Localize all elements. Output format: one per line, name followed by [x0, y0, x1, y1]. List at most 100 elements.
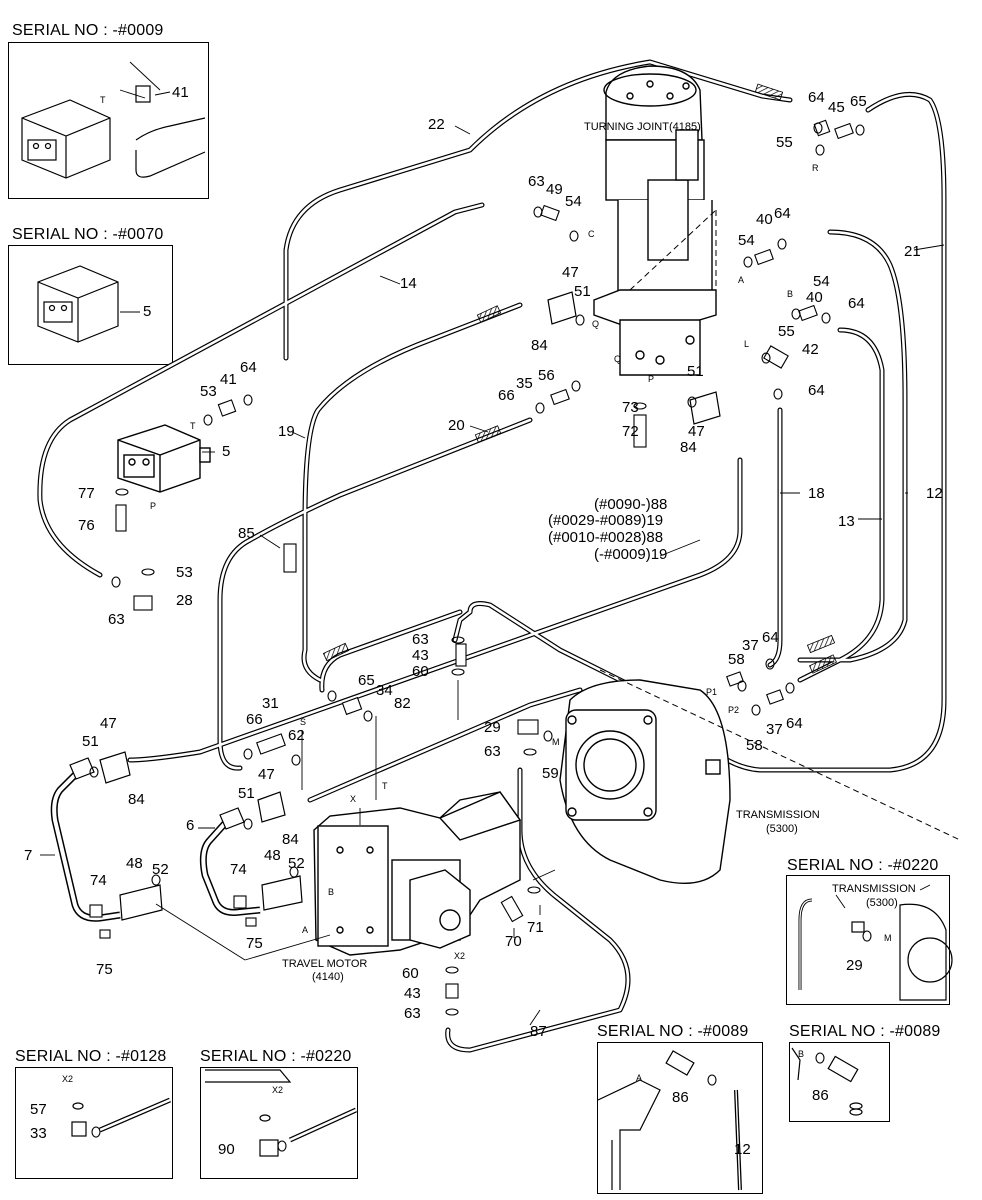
part-label-84: 84 [680, 439, 697, 456]
note-88-a: (#0090-)88 [594, 496, 668, 513]
note-19-b: (-#0009)19 [594, 546, 668, 563]
travel-motor [313, 791, 522, 956]
part-label-66: 66 [246, 711, 263, 728]
part-label-33: 33 [30, 1125, 47, 1142]
port-letter-9: Q [614, 354, 622, 364]
part-label-54: 54 [813, 273, 830, 290]
part-label-60: 60 [412, 663, 429, 680]
part-label-41: 41 [172, 84, 189, 101]
part-label-62: 62 [288, 727, 305, 744]
part-label-31: 31 [262, 695, 279, 712]
serial-label-0089-a: SERIAL NO : -#0089 [597, 1023, 749, 1040]
part-label-12: 12 [734, 1141, 751, 1158]
inset-0128 [71, 1097, 171, 1137]
part-label-82: 82 [394, 695, 411, 712]
turning-joint [593, 65, 717, 376]
part-label-20: 20 [448, 417, 465, 434]
part-label-18: 18 [808, 485, 825, 502]
valve-block-5 [117, 424, 211, 493]
note-88-b: (#0010-#0028)88 [548, 529, 664, 546]
part-label-59: 59 [542, 765, 559, 782]
part-label-43: 43 [412, 647, 429, 664]
hose-14 [37, 202, 485, 578]
port-letter-17: B [328, 887, 335, 897]
part-label-13: 13 [838, 513, 855, 530]
port-letter-6: B [787, 289, 794, 299]
part-label-51: 51 [238, 785, 255, 802]
part-label-34: 34 [376, 682, 393, 699]
part-label-63: 63 [528, 173, 545, 190]
inset-0089-b [791, 1047, 863, 1116]
part-label-19: 19 [278, 423, 295, 440]
part-label-64: 64 [848, 295, 865, 312]
caption-travel-motor: TRAVEL MOTOR [282, 958, 368, 970]
part-label-43: 43 [404, 985, 421, 1002]
part-label-66: 66 [498, 387, 515, 404]
caption-transmission-code: (5300) [766, 823, 798, 835]
part-label-84: 84 [531, 337, 548, 354]
serial-label-0220-left: SERIAL NO : -#0220 [200, 1048, 352, 1065]
caption-turning-joint: TURNING JOINT(4185) [584, 121, 701, 133]
part-label-85: 85 [238, 525, 255, 542]
part-label-64: 64 [808, 382, 825, 399]
port-letter-7: L [744, 339, 750, 349]
port-letter-4: C [588, 229, 595, 239]
caption-inset-transmission: TRANSMISSION [832, 883, 916, 895]
part-label-5: 5 [222, 443, 231, 460]
part-label-64: 64 [240, 359, 257, 376]
part-label-49: 49 [546, 181, 563, 198]
part-label-63: 63 [108, 611, 125, 628]
hose-19 [301, 302, 523, 683]
port-letter-0: T [100, 95, 106, 105]
part-label-90: 90 [218, 1141, 235, 1158]
part-label-73: 73 [622, 399, 639, 416]
part-label-64: 64 [786, 715, 803, 732]
part-label-40: 40 [756, 211, 773, 228]
caption-transmission: TRANSMISSION [736, 809, 820, 821]
part-label-63: 63 [412, 631, 429, 648]
part-label-53: 53 [200, 383, 217, 400]
part-label-74: 74 [230, 861, 247, 878]
port-letter-3: R [812, 163, 819, 173]
part-label-63: 63 [484, 743, 501, 760]
part-label-29: 29 [484, 719, 501, 736]
port-letter-19: M [552, 737, 560, 747]
inset-0089-a [597, 1050, 742, 1191]
part-label-28: 28 [176, 592, 193, 609]
hose-18 [767, 407, 783, 668]
port-letter-23: B [798, 1049, 805, 1059]
part-label-47: 47 [562, 264, 579, 281]
part-label-35: 35 [516, 375, 533, 392]
part-label-76: 76 [78, 517, 95, 534]
inset-0220-left [205, 1069, 358, 1157]
part-label-45: 45 [828, 99, 845, 116]
part-label-14: 14 [400, 275, 417, 292]
serial-label-0009: SERIAL NO : -#0009 [12, 22, 164, 39]
part-label-51: 51 [82, 733, 99, 750]
serial-label-0070: SERIAL NO : -#0070 [12, 226, 164, 243]
part-label-48: 48 [264, 847, 281, 864]
part-label-53: 53 [176, 564, 193, 581]
port-letter-15: S [300, 717, 307, 727]
part-label-75: 75 [246, 935, 263, 952]
port-letter-20: X2 [62, 1074, 74, 1084]
port-letter-12: P2 [728, 705, 740, 715]
inset-box-0128 [15, 1067, 173, 1179]
part-label-86: 86 [812, 1087, 829, 1104]
part-label-51: 51 [687, 363, 704, 380]
part-label-40: 40 [806, 289, 823, 306]
transmission [559, 679, 731, 885]
part-label-56: 56 [538, 367, 555, 384]
port-letter-1: T [190, 421, 196, 431]
part-label-47: 47 [258, 766, 275, 783]
part-label-42: 42 [802, 341, 819, 358]
part-label-64: 64 [762, 629, 779, 646]
serial-label-0089-b: SERIAL NO : -#0089 [789, 1023, 941, 1040]
port-letter-2: P [150, 501, 157, 511]
port-letter-14: T [382, 781, 388, 791]
part-label-60: 60 [402, 965, 419, 982]
part-label-54: 54 [565, 193, 582, 210]
serial-label-0220-right: SERIAL NO : -#0220 [787, 857, 939, 874]
part-label-51: 51 [574, 283, 591, 300]
